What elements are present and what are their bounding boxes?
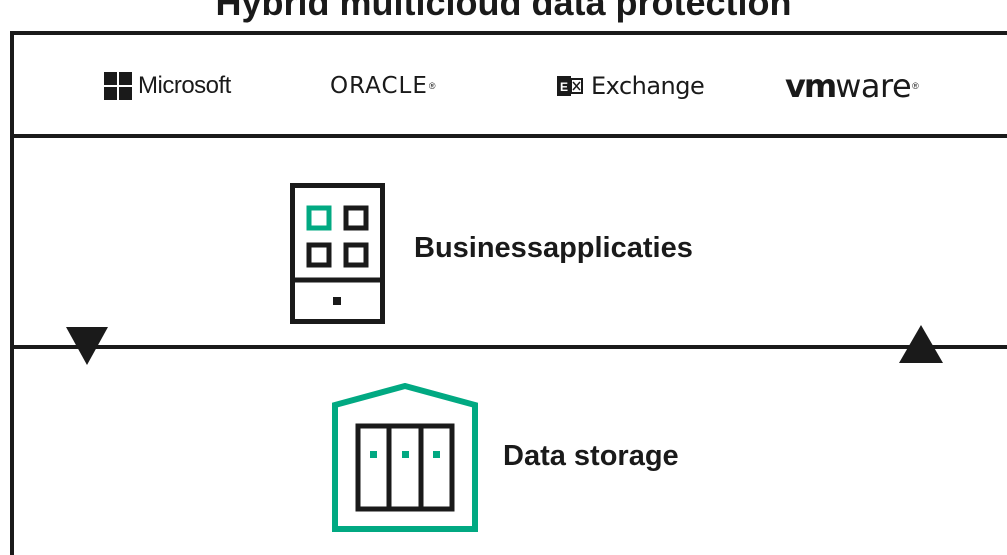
oracle-logo: ORACLE ® <box>330 73 436 99</box>
logo-row-divider <box>10 134 1007 138</box>
oracle-logo-text: ORACLE <box>330 73 428 99</box>
diagram-title-area: Hybrid multicloud data protection <box>0 0 1007 34</box>
app-grid-device-icon <box>290 183 385 324</box>
microsoft-windows-icon <box>104 72 132 100</box>
arrow-up-icon <box>899 325 943 363</box>
applications-label: Businessapplicaties <box>414 232 693 264</box>
storage-label: Data storage <box>503 440 679 472</box>
diagram-title: Hybrid multicloud data protection <box>215 0 792 23</box>
arrow-down-icon <box>66 327 108 365</box>
frame-left-line <box>10 31 14 555</box>
svg-text:E: E <box>560 80 568 94</box>
microsoft-logo: Microsoft <box>104 66 231 106</box>
exchange-icon: E <box>557 76 583 96</box>
exchange-logo-text: Exchange <box>591 72 705 100</box>
storage-building-icon <box>332 383 478 532</box>
frame-top-line <box>10 31 1007 35</box>
vmware-logo: vmware ® <box>785 67 919 105</box>
layer-divider <box>10 345 1007 349</box>
vmware-logo-text: vmware <box>785 67 912 105</box>
exchange-logo: E Exchange <box>557 66 705 106</box>
microsoft-logo-text: Microsoft <box>138 72 231 99</box>
